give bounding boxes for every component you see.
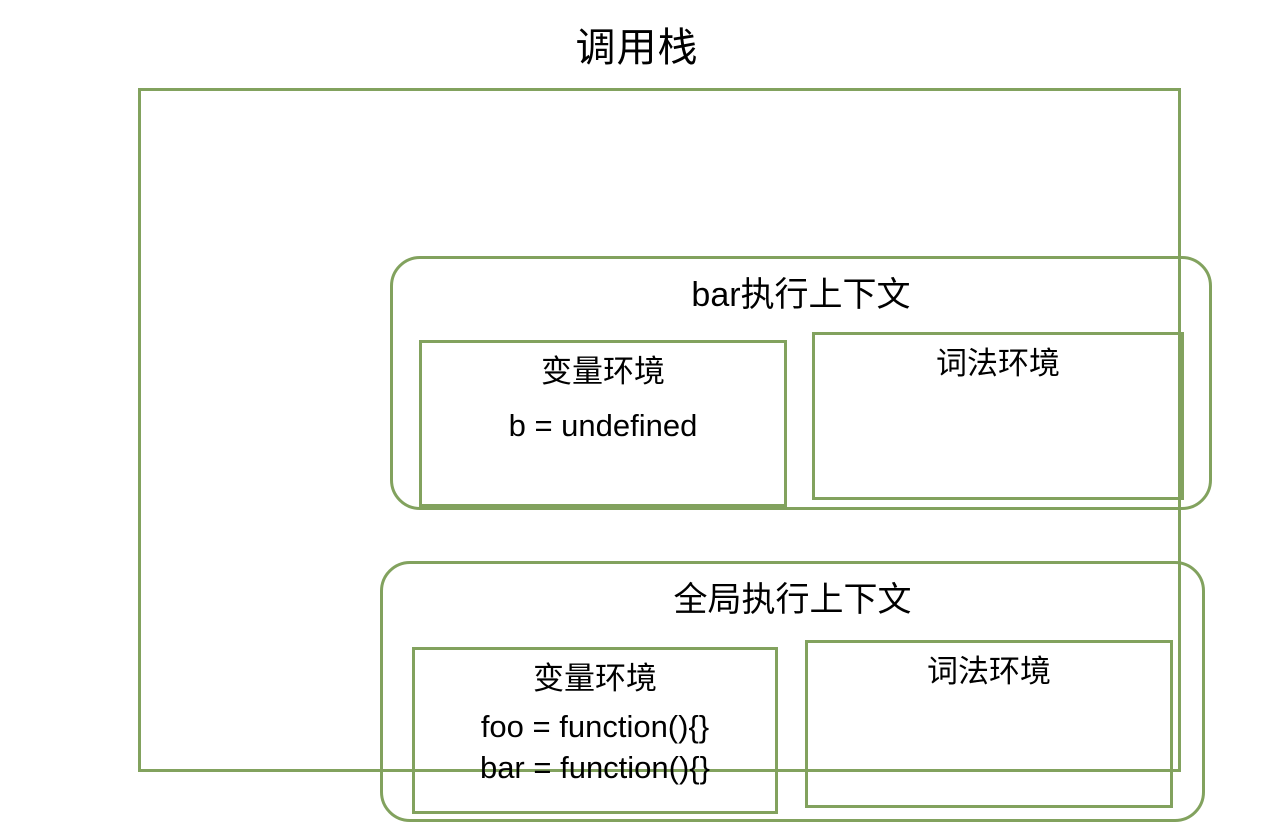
global-lexical-environment: 词法环境 <box>805 640 1173 808</box>
variable-entry: bar = function(){} <box>479 750 711 785</box>
bar-variable-environment-entries: b = undefined <box>422 405 784 446</box>
bar-lexical-environment: 词法环境 <box>812 332 1184 500</box>
global-variable-environment-entries: foo = function(){} bar = function(){} <box>415 706 775 788</box>
global-lexical-environment-title: 词法环境 <box>927 654 1051 689</box>
bar-variable-environment-title: 变量环境 <box>541 354 665 389</box>
page-title: 调用栈 <box>575 26 699 70</box>
bar-variable-environment: 变量环境 b = undefined <box>419 340 787 507</box>
variable-entry: foo = function(){} <box>480 709 710 744</box>
execution-context-bar-title: bar执行上下文 <box>691 276 911 314</box>
global-variable-environment: 变量环境 foo = function(){} bar = function()… <box>412 647 778 814</box>
bar-lexical-environment-title: 词法环境 <box>936 346 1060 381</box>
global-variable-environment-title: 变量环境 <box>533 661 657 696</box>
execution-context-bar: bar执行上下文 <box>390 256 1212 510</box>
call-stack-frame: bar执行上下文 变量环境 b = undefined 词法环境 全局执行上下文… <box>138 88 1212 822</box>
execution-context-global-title: 全局执行上下文 <box>673 581 912 619</box>
variable-entry: b = undefined <box>508 408 698 443</box>
